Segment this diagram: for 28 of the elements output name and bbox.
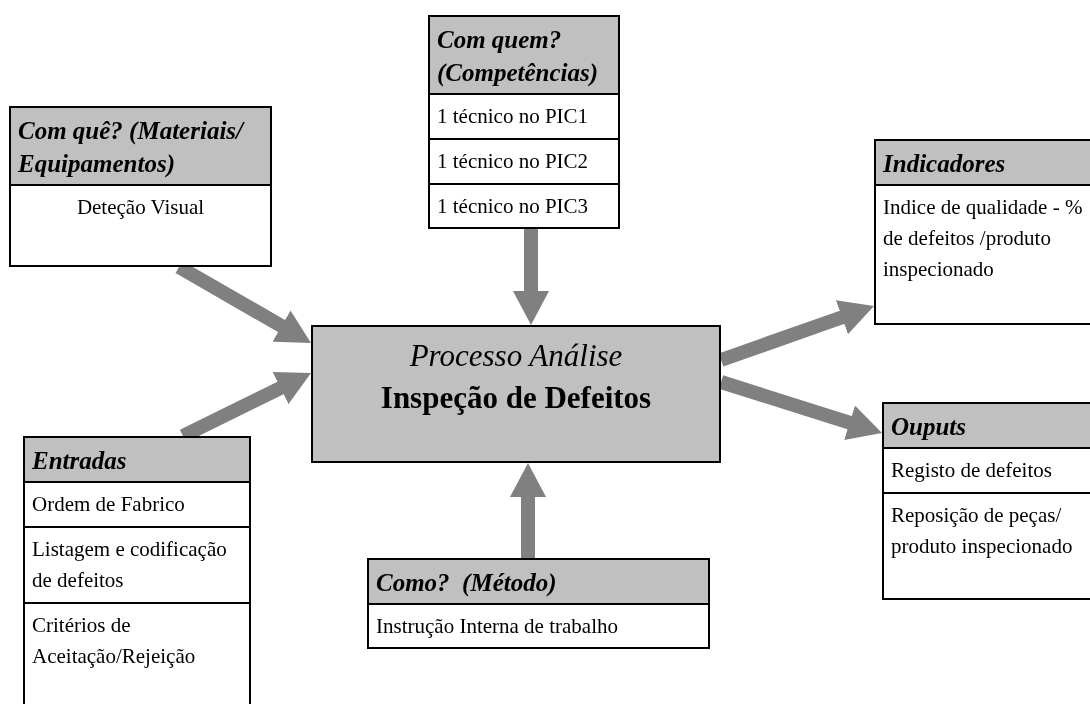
table-box: [23, 436, 251, 704]
block-arrow: [510, 463, 546, 558]
table-cell-text: Instrução Interna de trabalho: [375, 613, 619, 640]
table-cell-text: Indice de qualidade - % de defeitos /produto inspecionado: [882, 194, 1084, 283]
table-cell: Registo de defeitos: [884, 449, 1090, 494]
table-cell: 1 técnico no PIC1: [430, 95, 618, 140]
table-cell: Ordem de Fabrico: [25, 483, 249, 528]
table-box: [428, 15, 620, 229]
process-subtitle: Processo Análise: [408, 337, 624, 375]
table-cell: 1 técnico no PIC2: [430, 140, 618, 185]
process-box: [311, 325, 721, 463]
block-arrow: [513, 229, 549, 325]
table-box: [882, 402, 1090, 600]
table-box: [874, 139, 1090, 325]
table-cell-text: Reposição de peças/ produto inspecionado: [890, 502, 1074, 560]
table-header: Com quê? (Materiais/ Equipamentos): [11, 108, 270, 186]
table-cell-text: 1 técnico no PIC3: [436, 193, 590, 220]
table-cell: Listagem e codificação de defeitos: [25, 528, 249, 604]
table-header: Com quem? (Competências): [430, 17, 618, 95]
table-box: [9, 106, 272, 267]
table-cell-text: Critérios de Aceitação/Rejeição: [31, 612, 197, 670]
process-title: Inspeção de Defeitos: [379, 379, 653, 417]
table-header: Indicadores: [876, 141, 1090, 186]
table-header: Como? (Método): [369, 560, 708, 605]
table-header: Entradas: [25, 438, 249, 483]
table-cell-text: Deteção Visual: [75, 194, 206, 221]
table-box: [367, 558, 710, 649]
table-header: Ouputs: [884, 404, 1090, 449]
